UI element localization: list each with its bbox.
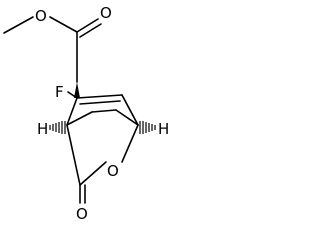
stereo-hash-right [139,121,156,134]
bond-back-bridge [91,109,117,113]
bond-cage-lower-left [66,124,81,186]
stereo-wedge-bond [74,82,80,98]
atom-h-right: H [158,120,169,138]
atom-o-ring: O [107,162,119,180]
bond-cage-front-right [121,94,139,126]
bond-ester-carbonyl-b [79,23,102,38]
bond-ring-o-bridgehead [121,124,139,163]
molecule-drawing: O O F H H O O [3,4,169,223]
bond-methyl-o [3,16,34,34]
atom-o-carbonyl-ester: O [100,4,112,22]
stereo-hash-left [49,121,66,134]
bond-o-ester-carbon [49,16,78,33]
atom-fluorine: F [55,83,64,101]
atom-h-left: H [37,120,48,138]
bond-lactone-o [79,161,107,186]
atom-o-lactone-carbonyl: O [76,205,88,223]
atom-o-methoxy: O [35,7,47,25]
bond-alkene-inner [79,100,121,105]
bond-back-bridge-left [66,111,93,126]
structure-diagram: O O F H H O O [3,4,169,223]
bond-ester-carbonyl-a [76,18,99,33]
bond-back-bridge-right [115,109,139,126]
bond-cage-front-left [66,97,78,126]
bond-alkene [76,94,123,99]
